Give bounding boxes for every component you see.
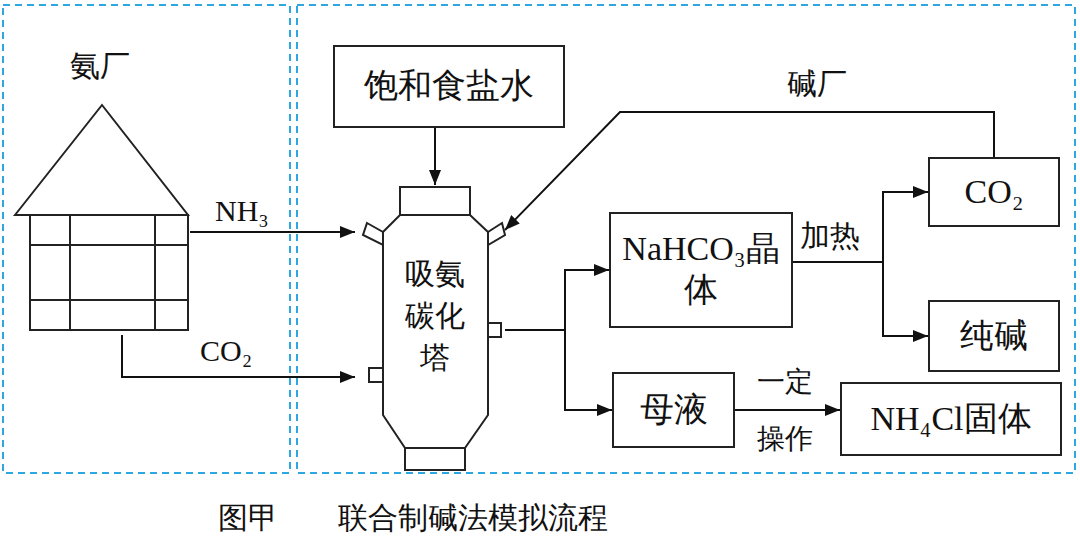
building-outline bbox=[15, 45, 190, 335]
inlet-nozzle bbox=[363, 223, 383, 245]
box-label: 母液 bbox=[634, 390, 714, 431]
inlet-nozzle bbox=[369, 368, 383, 382]
window-bar bbox=[69, 215, 71, 330]
process-box: NH₄Cl固体 bbox=[840, 382, 1062, 456]
edge-label: NH₃ bbox=[215, 193, 269, 229]
building-roof bbox=[15, 105, 188, 215]
flow-arrow bbox=[793, 192, 928, 262]
tower-label: 吸氨碳化塔 bbox=[398, 253, 472, 379]
building-wall bbox=[30, 215, 188, 330]
window-bar bbox=[154, 215, 156, 330]
tower-seam bbox=[405, 447, 465, 449]
box-label: 纯碱 bbox=[954, 316, 1034, 357]
process-box: CO₂ bbox=[928, 157, 1060, 227]
process-box: 纯碱 bbox=[928, 300, 1060, 372]
flow-arrow bbox=[505, 330, 612, 410]
edge-label: 一定 操作 bbox=[755, 353, 815, 467]
flow-arrow bbox=[793, 262, 928, 336]
box-label: 饱和食盐水 bbox=[358, 66, 540, 107]
box-label: NaHCO₃晶体 bbox=[611, 229, 791, 311]
figure-caption: 图甲 联合制碱法模拟流程 bbox=[218, 500, 608, 536]
box-label: NH₄Cl固体 bbox=[864, 399, 1037, 440]
region-frame bbox=[297, 5, 1075, 473]
tower-cap bbox=[400, 187, 470, 215]
window-bar bbox=[30, 299, 188, 301]
plant-label: 氨厂 bbox=[70, 48, 130, 84]
flow-arrow bbox=[190, 231, 355, 233]
edge-label: 加热 bbox=[800, 218, 860, 254]
flow-arrow bbox=[434, 128, 436, 185]
outlet-nozzle bbox=[488, 323, 501, 337]
flow-arrow bbox=[735, 409, 840, 411]
window-bar bbox=[30, 244, 188, 246]
inlet-nozzle bbox=[488, 223, 505, 245]
flow-arrow bbox=[505, 270, 609, 330]
edge-label: 碱厂 bbox=[787, 66, 847, 102]
tower-body bbox=[383, 215, 488, 470]
plant-building: 氨厂 bbox=[15, 45, 190, 335]
edge-label: CO₂ bbox=[200, 333, 252, 369]
region-frame bbox=[3, 5, 290, 473]
carbonation-tower: 吸氨碳化塔 bbox=[355, 185, 505, 473]
process-box: NaHCO₃晶体 bbox=[609, 212, 793, 328]
process-box: 母液 bbox=[612, 372, 735, 448]
process-box: 饱和食盐水 bbox=[333, 45, 565, 128]
box-label: CO₂ bbox=[958, 172, 1029, 213]
